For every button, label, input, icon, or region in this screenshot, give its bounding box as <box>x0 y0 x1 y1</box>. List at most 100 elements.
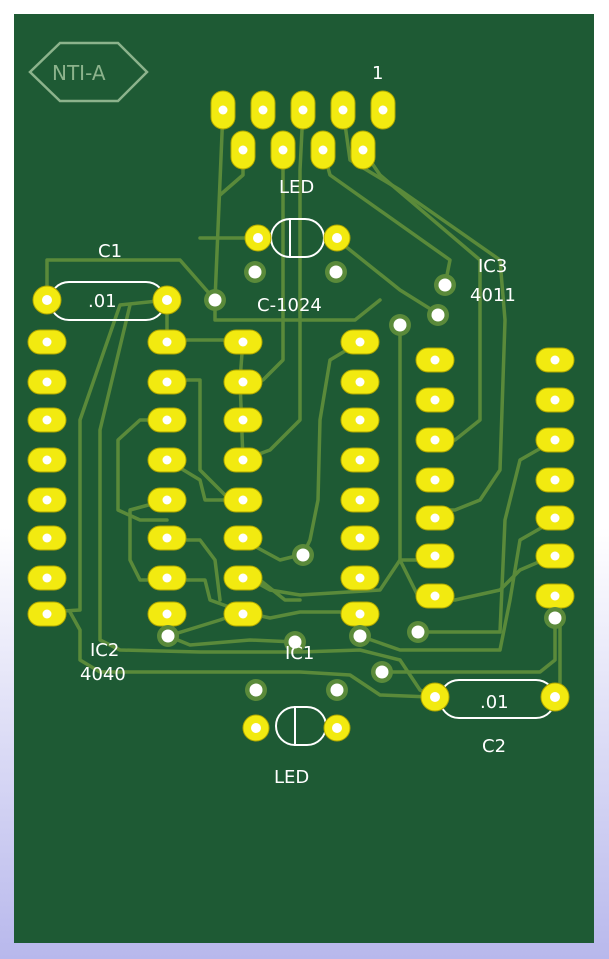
via <box>157 625 179 647</box>
connector-pad <box>230 130 256 170</box>
c2-value: .01 <box>480 692 509 713</box>
ic3-pad <box>535 505 575 531</box>
trace <box>380 616 557 674</box>
silkscreen-text: 1 LED C1 .01 C-1024 IC3 4011 IC2 4040 IC… <box>80 63 516 788</box>
connector-pad <box>330 90 356 130</box>
led-top-pad <box>323 224 351 252</box>
via <box>244 261 266 283</box>
via <box>292 544 314 566</box>
c-1024-label: C-1024 <box>257 295 322 316</box>
ic1-pad <box>223 565 263 591</box>
via <box>434 274 456 296</box>
trace <box>301 340 362 557</box>
ic1-name: IC1 <box>285 643 314 664</box>
connector-label: LED <box>279 177 314 198</box>
connector-pad <box>270 130 296 170</box>
ic3-pad <box>535 543 575 569</box>
via <box>245 679 267 701</box>
ic2-pad <box>147 525 187 551</box>
c1-pad <box>152 285 182 315</box>
ic3-pad <box>535 387 575 413</box>
nti-logo: NTI-A <box>28 41 149 103</box>
ic2-pad <box>147 601 187 627</box>
ic1-pad <box>223 525 263 551</box>
ic1-pad <box>340 329 380 355</box>
ic2-pad <box>27 407 67 433</box>
connector-pad <box>310 130 336 170</box>
ic2-pad <box>147 487 187 513</box>
ic1-pad <box>340 601 380 627</box>
via <box>427 304 449 326</box>
ic2-pad <box>27 447 67 473</box>
ic2-pad <box>27 487 67 513</box>
via <box>407 621 429 643</box>
trace <box>358 518 557 652</box>
ic1-pad <box>340 407 380 433</box>
ic2-part: 4040 <box>80 664 126 685</box>
c1-name: C1 <box>98 241 122 262</box>
trace <box>416 438 557 634</box>
ic1-pad <box>340 369 380 395</box>
ic2-pad <box>27 525 67 551</box>
ic1-pad <box>223 407 263 433</box>
ic2-pad <box>147 565 187 591</box>
via <box>204 289 226 311</box>
trace <box>241 108 305 462</box>
trace <box>333 236 442 317</box>
ic1-pad <box>223 447 263 473</box>
trace <box>213 108 225 302</box>
ic2-pad <box>147 447 187 473</box>
ic1-pad <box>223 329 263 355</box>
ic3-pad <box>415 427 455 453</box>
ic3-pad <box>415 467 455 493</box>
c1-pad <box>32 285 62 315</box>
ic2-pad <box>147 369 187 395</box>
led-bottom-pad <box>242 714 270 742</box>
via <box>371 661 393 683</box>
ic2-pad <box>27 601 67 627</box>
ic3-pad <box>415 583 455 609</box>
logo-diamond <box>28 41 149 103</box>
led-bottom-pad <box>323 714 351 742</box>
via <box>349 625 371 647</box>
ic3-pad <box>535 427 575 453</box>
trace <box>98 303 437 699</box>
trace <box>166 634 297 647</box>
ic3-pad <box>415 505 455 531</box>
ic3-pad <box>415 347 455 373</box>
logo-text: NTI-A <box>52 61 106 85</box>
connector-pad <box>210 90 236 130</box>
via <box>284 631 306 653</box>
ic2-pad <box>27 565 67 591</box>
ic2-name: IC2 <box>90 640 119 661</box>
via <box>326 679 348 701</box>
trace <box>241 553 557 602</box>
pads <box>27 90 575 742</box>
via <box>325 261 347 283</box>
ic3-pad <box>415 387 455 413</box>
trace <box>341 108 507 512</box>
connector-pad <box>350 130 376 170</box>
connector-pad <box>290 90 316 130</box>
pin1-marker: 1 <box>372 63 383 84</box>
c1-value: .01 <box>88 291 117 312</box>
ic1-pad <box>340 447 380 473</box>
ic1-pad <box>340 487 380 513</box>
board-substrate <box>14 14 594 943</box>
ic2-pad <box>147 329 187 355</box>
led-top-pad <box>244 224 272 252</box>
ic3-pad <box>535 347 575 373</box>
c2-pad <box>420 682 450 712</box>
connector-pad <box>250 90 276 130</box>
via <box>544 607 566 629</box>
ic1-pad <box>223 369 263 395</box>
ic1-pad <box>340 525 380 551</box>
ic1-pad <box>223 487 263 513</box>
trace <box>68 610 432 699</box>
ic3-pad <box>535 583 575 609</box>
ic1-pad <box>340 565 380 591</box>
ic1-pad <box>223 601 263 627</box>
ic3-pad <box>535 467 575 493</box>
ic2-pad <box>27 329 67 355</box>
